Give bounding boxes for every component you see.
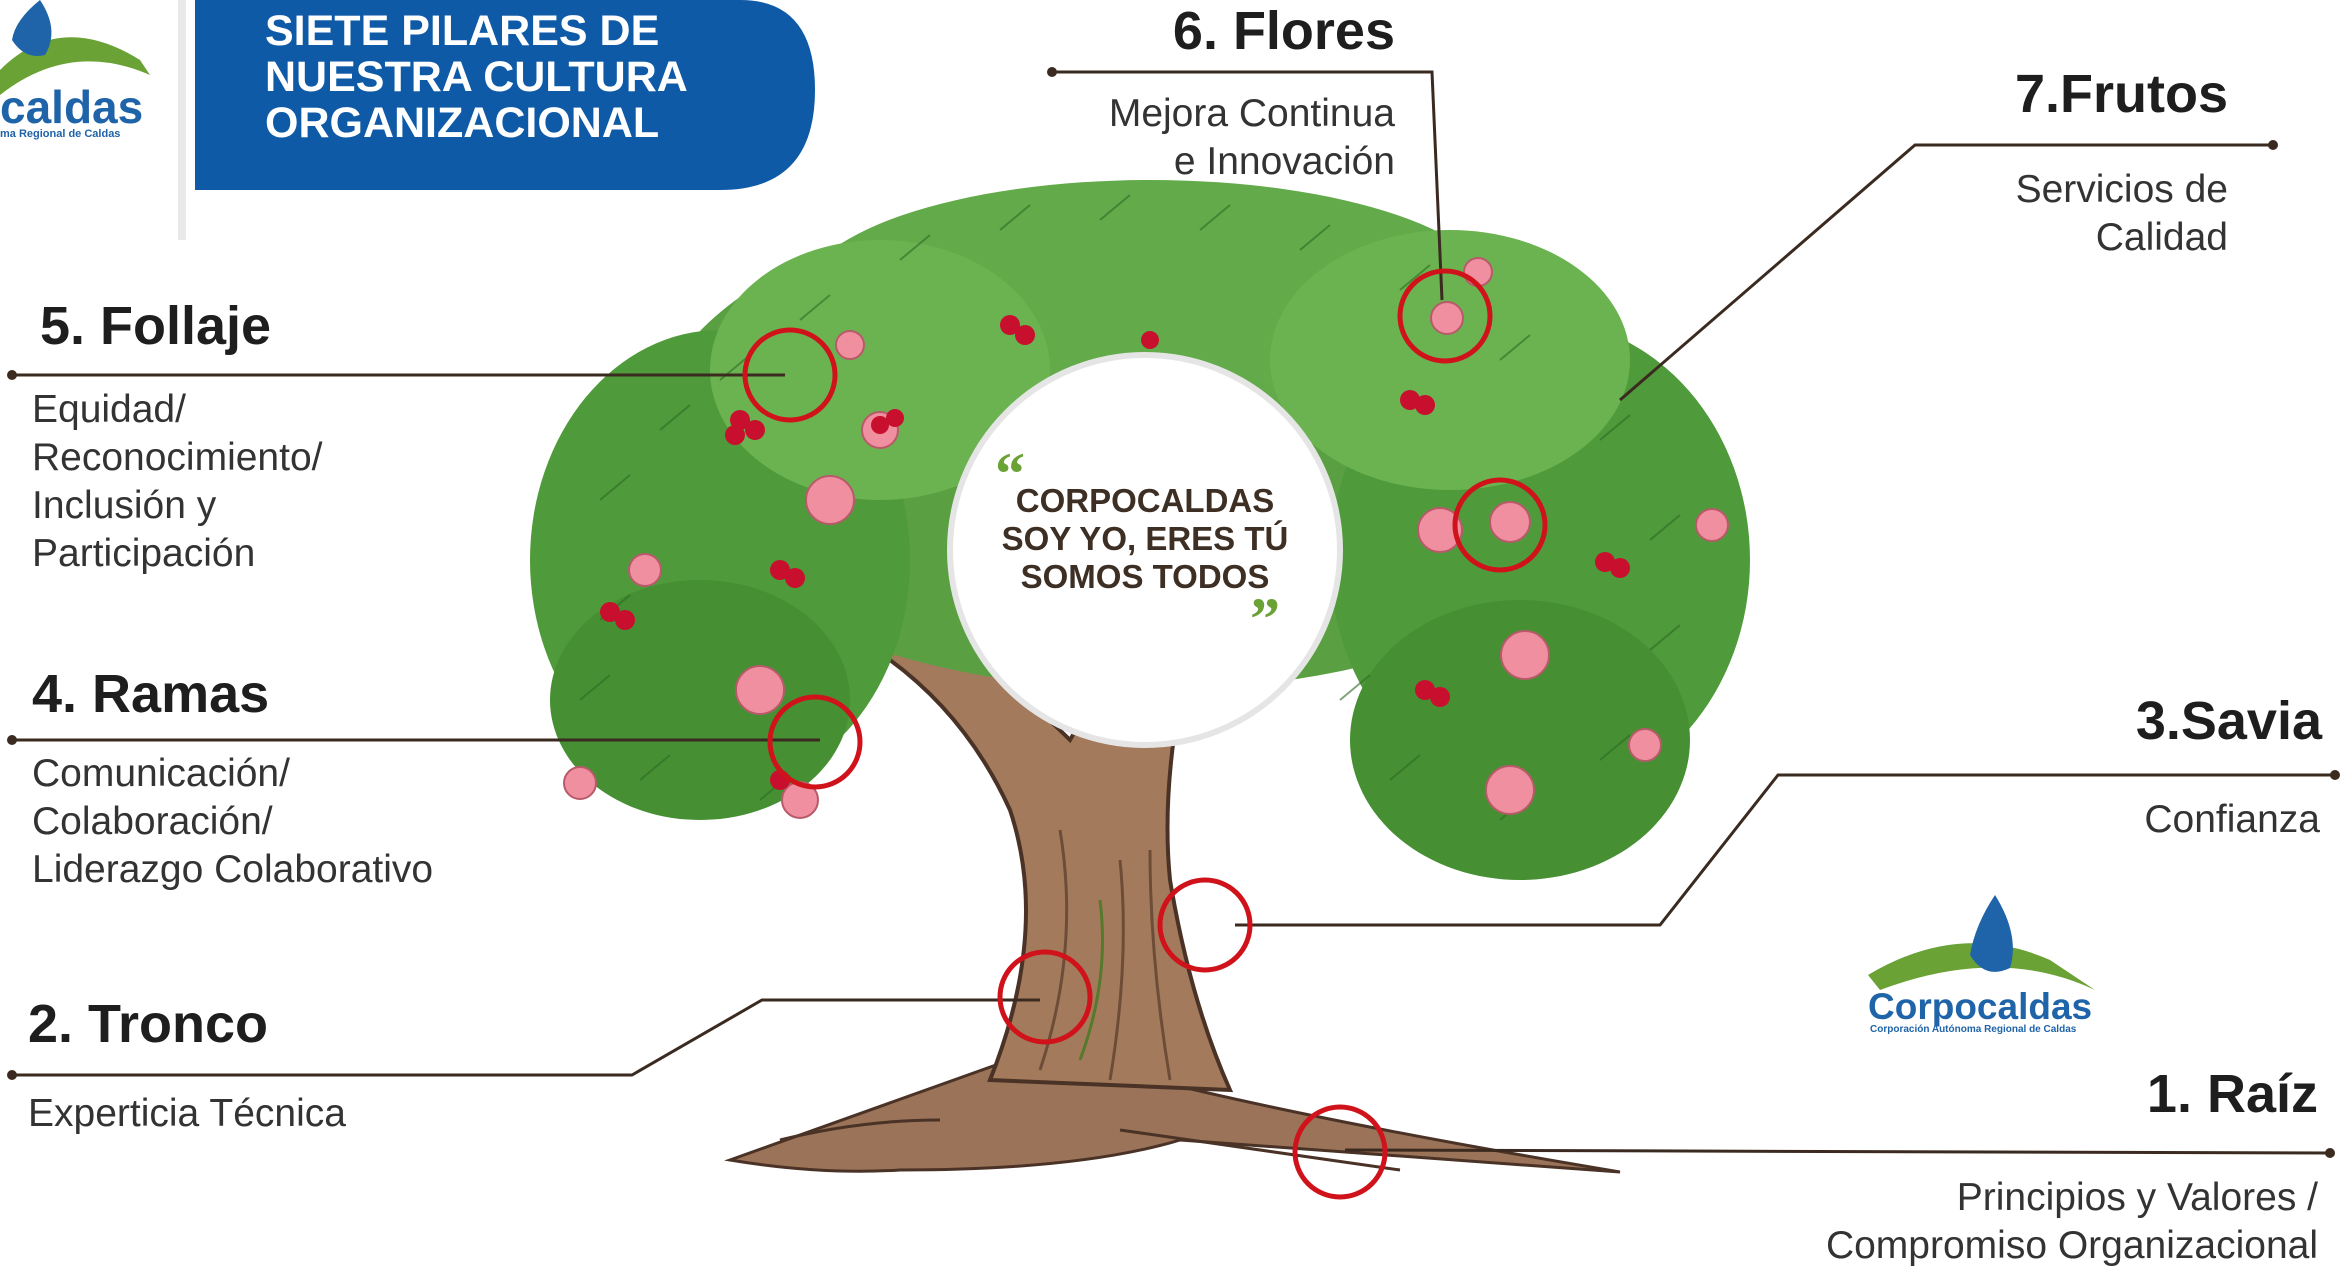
quote-line: CORPOCALDAS [945,482,1345,520]
pillar-7-heading: 7.Frutos [2015,63,2228,125]
pillar-4-description: Comunicación/ Colaboración/ Liderazgo Co… [32,750,433,894]
pillar-7-description: Servicios de Calidad [2016,166,2228,262]
center-quote: CORPOCALDAS SOY YO, ERES TÚ SOMOS TODOS [945,482,1345,596]
top-logo-subtitle: ma Regional de Caldas [0,128,120,140]
pillar-4-heading: 4. Ramas [32,663,269,725]
pillar-5-description: Equidad/ Reconocimiento/ Inclusión y Par… [32,386,322,578]
pillar-5-heading: 5. Follaje [40,295,271,357]
pillar-1-description: Principios y Valores / Compromiso Organi… [1826,1174,2318,1270]
pillar-3-description: Confianza [2144,796,2320,844]
quote-line: SOMOS TODOS [945,558,1345,596]
pillar-2-heading: 2. Tronco [28,993,268,1055]
title-line: SIETE PILARES DE [265,8,688,54]
quote-line: SOY YO, ERES TÚ [945,520,1345,558]
top-logo-name: caldas [0,80,143,134]
bottom-logo-name: Corpocaldas [1868,986,2092,1028]
title-line: NUESTRA CULTURA [265,54,688,100]
page-title: SIETE PILARES DE NUESTRA CULTURA ORGANIZ… [265,8,688,146]
pillar-3-heading: 3.Savia [2136,690,2322,752]
title-line: ORGANIZACIONAL [265,100,688,146]
pillar-2-description: Experticia Técnica [28,1090,346,1138]
pillar-6-description: Mejora Continua e Innovación [1109,90,1395,186]
bottom-logo-subtitle: Corporación Autónoma Regional de Caldas [1870,1024,2076,1035]
pillar-6-heading: 6. Flores [1173,0,1395,62]
quote-close-icon: ” [1250,585,1280,654]
pillar-1-heading: 1. Raíz [2147,1063,2318,1125]
